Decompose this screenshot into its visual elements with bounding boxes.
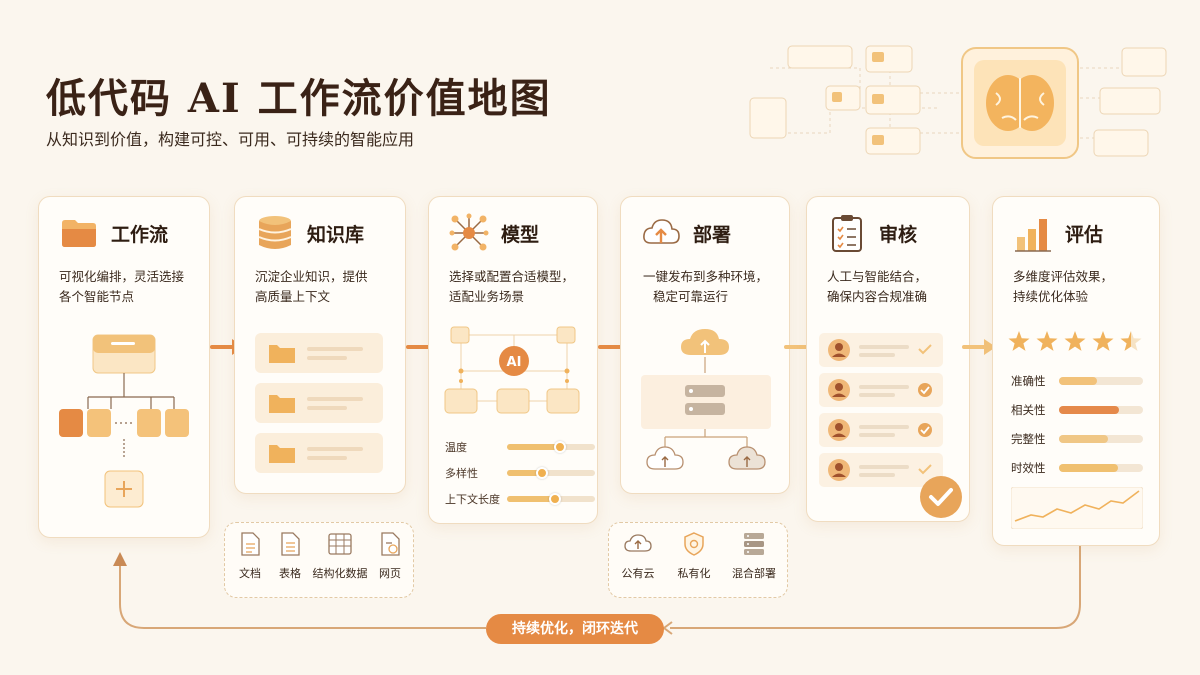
- card-description: 人工与智能结合， 确保内容合规准确: [827, 269, 928, 304]
- source-structured-data[interactable]: 结构化数据: [307, 531, 373, 581]
- card-description: 沉淀企业知识，提供 高质量上下文: [255, 269, 368, 304]
- metric-track: [1059, 435, 1143, 443]
- ai-node-label: AI: [507, 355, 522, 370]
- metric-fill: [1059, 406, 1120, 414]
- slider-handle[interactable]: [549, 493, 562, 505]
- slider-handle[interactable]: [536, 467, 549, 479]
- star-icon: [1092, 331, 1114, 351]
- cloud-upload-icon: [624, 534, 652, 552]
- slider-track[interactable]: [507, 467, 595, 479]
- approved-check-icon: [920, 476, 962, 518]
- card-title: 模型: [501, 223, 540, 246]
- knowledge-folder-list: [255, 333, 383, 473]
- database-icon: [258, 216, 292, 249]
- slider-fill: [507, 470, 543, 476]
- slider-track[interactable]: [507, 493, 595, 505]
- card-review[interactable]: 审核 人工与智能结合， 确保内容合规准确: [806, 196, 970, 522]
- server-icon: [744, 533, 764, 555]
- webpage-icon: [381, 532, 400, 556]
- document-icon: [241, 532, 260, 556]
- review-list: [819, 333, 943, 487]
- parameter-slider[interactable]: 多样性: [445, 465, 595, 481]
- bar-chart-icon: [1015, 219, 1051, 252]
- metric-row: 完整性: [1011, 431, 1143, 447]
- clipboard-checklist-icon: [832, 215, 862, 252]
- slider-handle[interactable]: [553, 441, 566, 453]
- parameter-slider[interactable]: 温度: [445, 439, 595, 455]
- network-icon: [449, 213, 489, 251]
- card-title: 评估: [1065, 223, 1104, 246]
- card-title: 工作流: [111, 223, 169, 246]
- trend-line-chart: [1011, 487, 1143, 529]
- knowledge-sources-panel: 文档 表格 结构化数据 网页: [224, 522, 414, 598]
- slider-label: 多样性: [445, 467, 478, 480]
- loop-label: 持续优化，闭环迭代: [486, 614, 664, 644]
- deploy-targets-panel: 公有云 私有化 混合部署: [608, 522, 788, 598]
- metric-label: 时效性: [1011, 461, 1046, 475]
- card-description: 选择或配置合适模型， 适配业务场景: [449, 269, 575, 304]
- metric-label: 相关性: [1011, 403, 1046, 417]
- metric-label: 完整性: [1011, 432, 1046, 446]
- deploy-diagram: [641, 329, 771, 470]
- target-hybrid[interactable]: 混合部署: [721, 531, 787, 581]
- card-deploy[interactable]: 部署 一键发布到多种环境， 稳定可靠运行: [620, 196, 790, 494]
- metric-track: [1059, 406, 1143, 414]
- card-title: 知识库: [307, 223, 365, 246]
- card-title: 部署: [693, 223, 732, 246]
- metric-row: 相关性: [1011, 402, 1143, 418]
- slider-track[interactable]: [507, 441, 595, 453]
- card-workflow[interactable]: 工作流 可视化编排，灵活选接 各个智能节点: [38, 196, 210, 538]
- metric-track: [1059, 377, 1143, 385]
- workflow-node-graph: [59, 334, 189, 508]
- shield-icon: [684, 532, 704, 556]
- page-title: 低代码 AI 工作流价值地图: [46, 75, 552, 122]
- sheet-icon: [281, 532, 300, 556]
- star-icon: [1008, 331, 1030, 351]
- card-title: 审核: [879, 223, 918, 246]
- target-public-cloud[interactable]: 公有云: [605, 531, 671, 581]
- metric-row: 时效性: [1011, 460, 1143, 476]
- slider-fill: [507, 496, 556, 502]
- card-description: 多维度评估效果， 持续优化体验: [1013, 269, 1114, 304]
- source-document[interactable]: 文档: [217, 531, 283, 581]
- source-sheet[interactable]: 表格: [257, 531, 323, 581]
- slider-fill: [507, 444, 560, 450]
- flow-arrow-icon: [962, 339, 996, 355]
- metric-label: 准确性: [1011, 374, 1046, 388]
- ai-brain-illustration: [749, 45, 1167, 159]
- card-description: 可视化编排，灵活选接 各个智能节点: [59, 269, 185, 304]
- model-graph: AI: [444, 326, 580, 414]
- cloud-upload-icon: [643, 219, 680, 244]
- metric-track: [1059, 464, 1143, 472]
- star-rating: [1008, 331, 1142, 351]
- slider-label: 温度: [445, 441, 467, 454]
- folder-icon: [62, 220, 96, 247]
- card-description: 一键发布到多种环境， 稳定可靠运行: [643, 269, 769, 304]
- parameter-slider[interactable]: 上下文长度: [445, 491, 595, 507]
- metric-row: 准确性: [1011, 373, 1143, 389]
- source-webpage[interactable]: 网页: [357, 531, 423, 581]
- star-icon: [1064, 331, 1086, 351]
- metric-fill: [1059, 464, 1118, 472]
- page-subtitle: 从知识到价值，构建可控、可用、可持续的智能应用: [46, 130, 415, 149]
- target-private[interactable]: 私有化: [661, 531, 727, 581]
- star-icon: [1120, 331, 1142, 351]
- card-model[interactable]: 模型 选择或配置合适模型， 适配业务场景 AI 温度多样性上下文长度: [428, 196, 598, 524]
- card-knowledge-base[interactable]: 知识库 沉淀企业知识，提供 高质量上下文: [234, 196, 406, 494]
- metric-fill: [1059, 377, 1097, 385]
- slider-label: 上下文长度: [445, 493, 500, 506]
- metric-fill: [1059, 435, 1108, 443]
- table-icon: [328, 533, 352, 555]
- star-icon: [1036, 331, 1058, 351]
- card-evaluation[interactable]: 评估 多维度评估效果， 持续优化体验 准确性相关性完整性时效性: [992, 196, 1160, 546]
